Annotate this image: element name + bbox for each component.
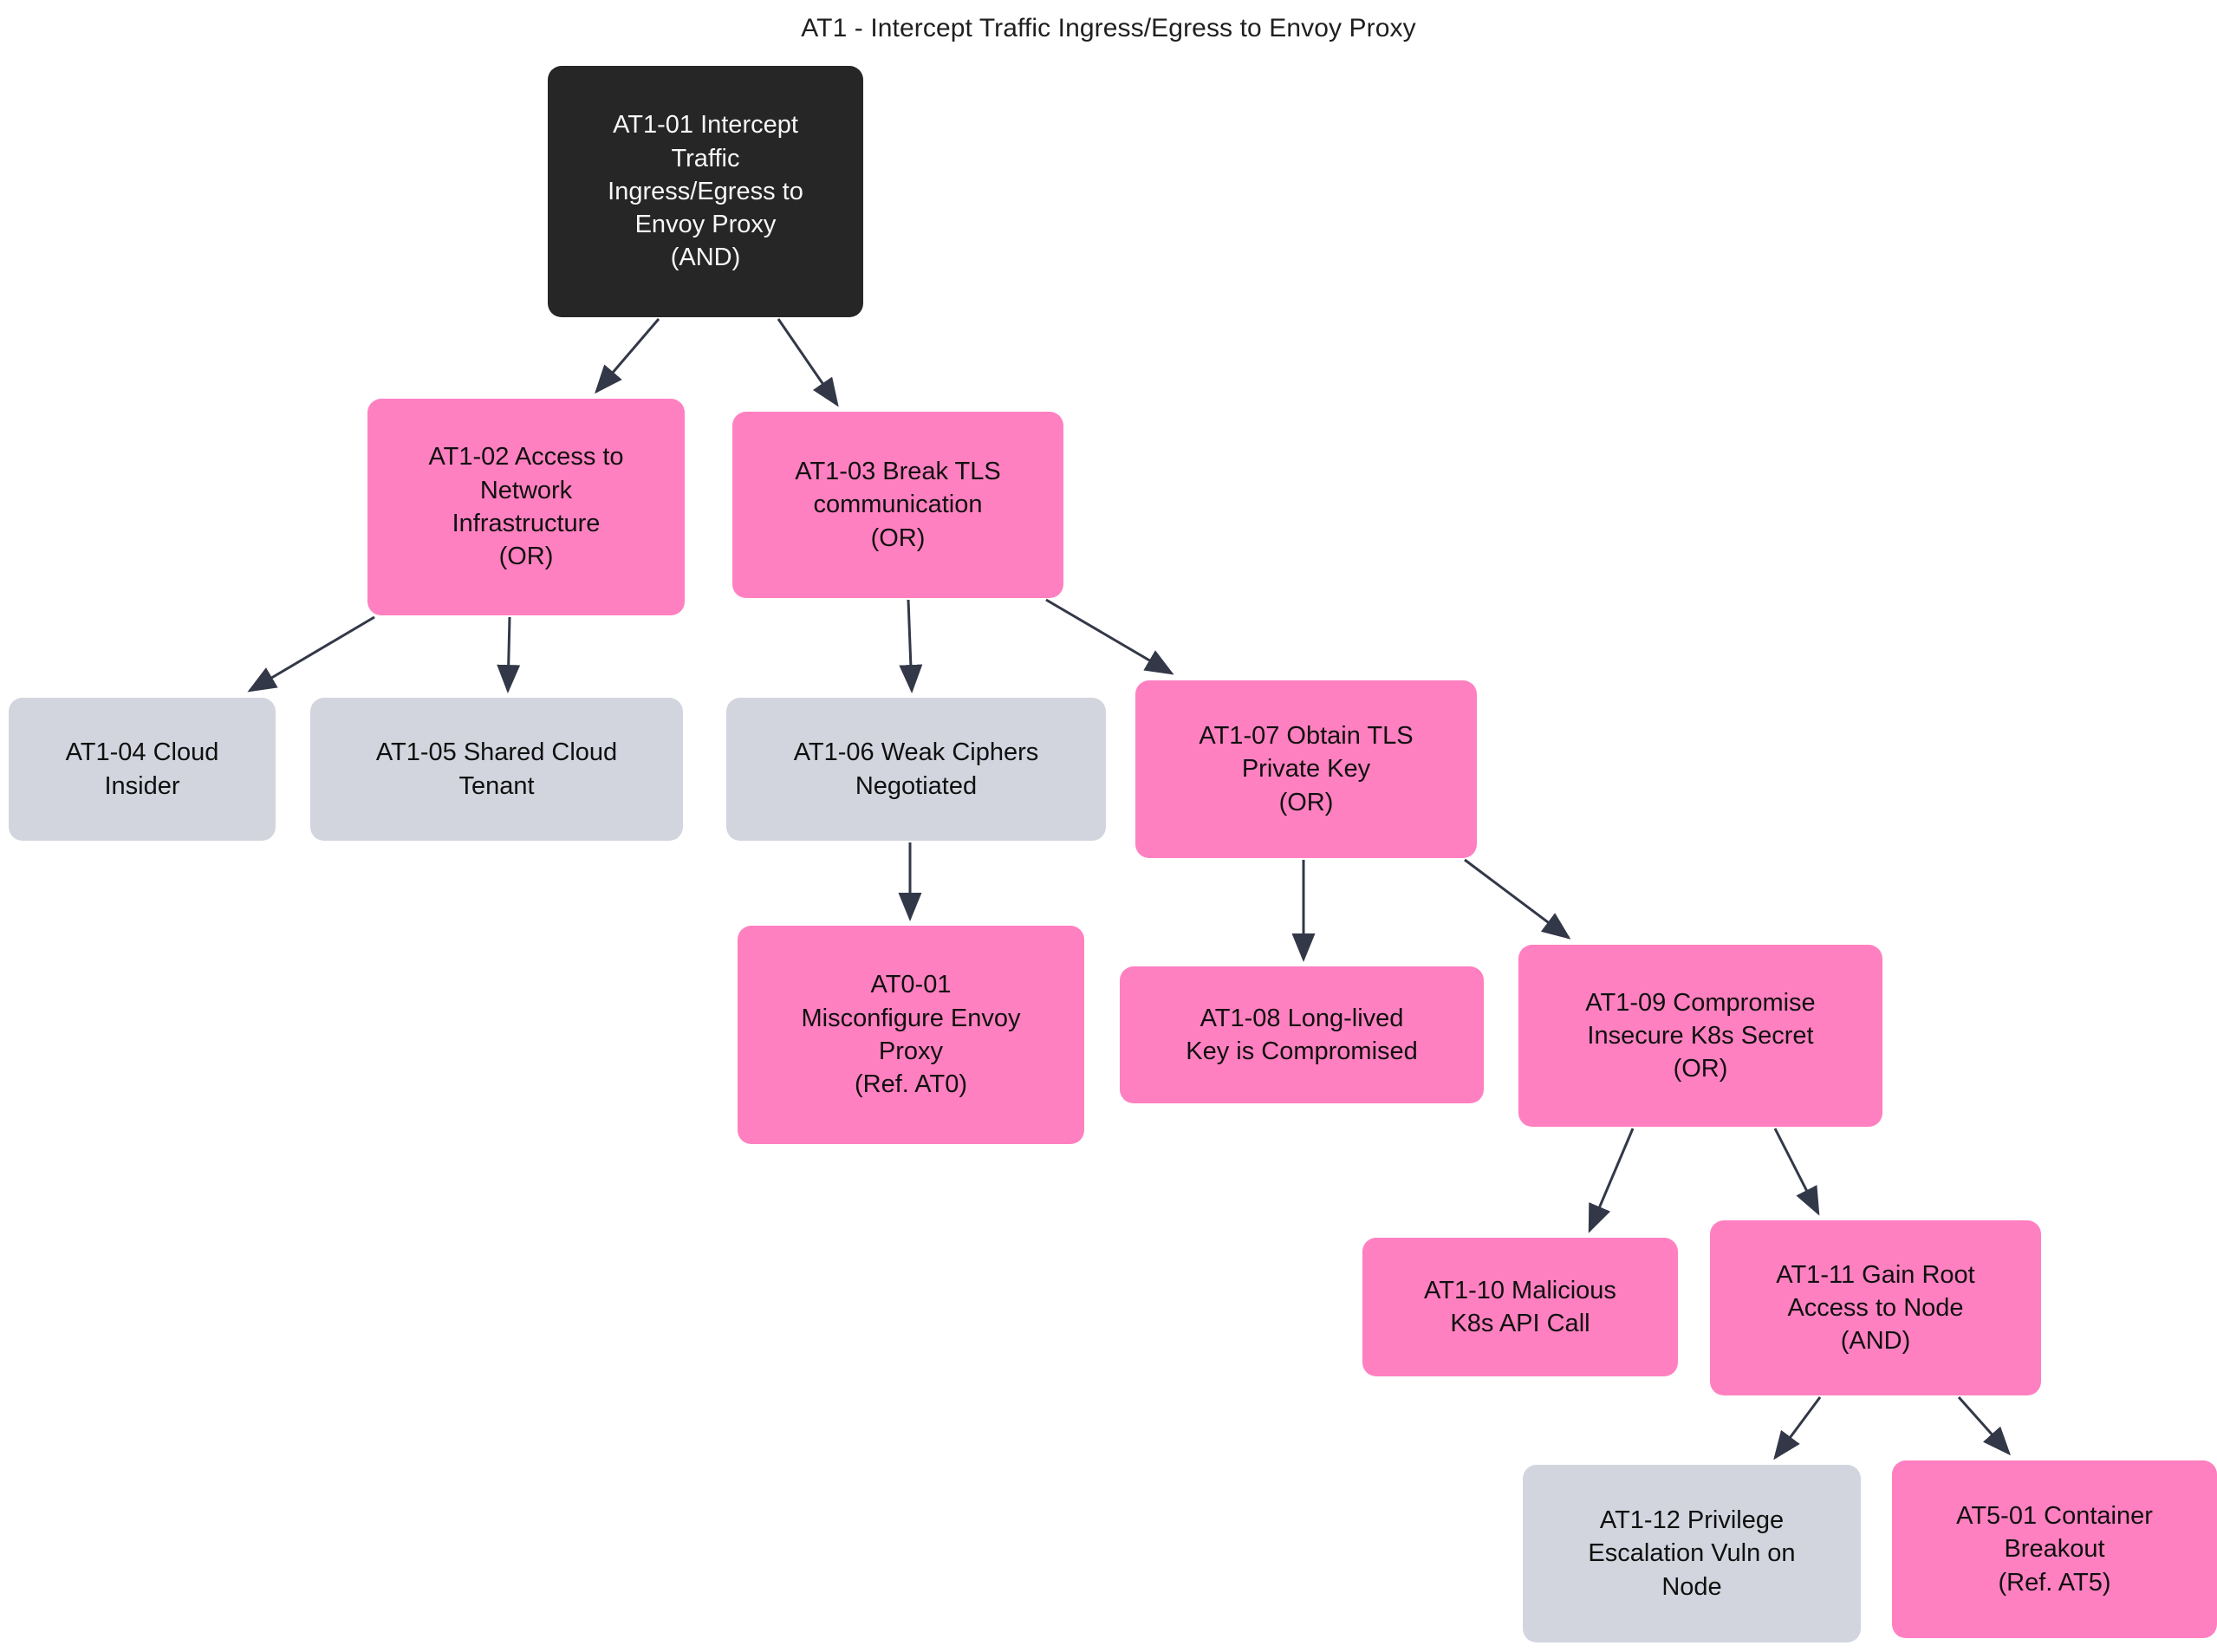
node-label: AT1-04 Cloud Insider bbox=[65, 738, 219, 800]
edge-AT1-01-to-AT1-02 bbox=[595, 318, 660, 394]
edge-AT1-03-to-AT1-07 bbox=[1045, 598, 1174, 675]
node-label: AT1-09 Compromise Insecure K8s Secret (O… bbox=[1585, 988, 1816, 1083]
node-at1-02[interactable]: AT1-02 Access to Network Infrastructure … bbox=[367, 399, 685, 615]
node-label: AT1-10 Malicious K8s API Call bbox=[1424, 1276, 1616, 1337]
edge-AT1-01-to-AT1-03 bbox=[777, 318, 839, 407]
diagram-title: AT1 - Intercept Traffic Ingress/Egress t… bbox=[801, 14, 1416, 42]
node-at1-05[interactable]: AT1-05 Shared Cloud Tenant bbox=[310, 698, 683, 841]
node-at5-01[interactable]: AT5-01 Container Breakout (Ref. AT5) bbox=[1892, 1460, 2217, 1638]
edge-AT1-07-to-AT1-09 bbox=[1464, 858, 1571, 940]
node-label: AT1-06 Weak Ciphers Negotiated bbox=[793, 738, 1039, 800]
node-at1-01[interactable]: AT1-01 Intercept Traffic Ingress/Egress … bbox=[548, 66, 863, 317]
node-label: AT5-01 Container Breakout (Ref. AT5) bbox=[1956, 1502, 2153, 1597]
node-label: AT1-11 Gain Root Access to Node (AND) bbox=[1776, 1260, 1975, 1356]
node-at1-10[interactable]: AT1-10 Malicious K8s API Call bbox=[1362, 1238, 1678, 1376]
node-at1-12[interactable]: AT1-12 Privilege Escalation Vuln on Node bbox=[1523, 1465, 1861, 1642]
edge-AT1-09-to-AT1-11 bbox=[1773, 1128, 1820, 1216]
edge-AT1-11-to-AT1-12 bbox=[1773, 1396, 1822, 1460]
node-at1-06[interactable]: AT1-06 Weak Ciphers Negotiated bbox=[726, 698, 1106, 841]
edge-AT1-09-to-AT1-10 bbox=[1588, 1128, 1635, 1233]
node-label: AT1-08 Long-lived Key is Compromised bbox=[1186, 1004, 1418, 1065]
edge-AT1-11-to-AT5-01 bbox=[1957, 1396, 2011, 1456]
node-label: AT1-01 Intercept Traffic Ingress/Egress … bbox=[608, 111, 803, 272]
node-label: AT1-05 Shared Cloud Tenant bbox=[375, 738, 618, 800]
node-label: AT1-02 Access to Network Infrastructure … bbox=[428, 443, 624, 571]
node-at1-09[interactable]: AT1-09 Compromise Insecure K8s Secret (O… bbox=[1518, 945, 1882, 1127]
edge-AT1-03-to-AT1-06 bbox=[899, 599, 923, 693]
edge-AT1-02-to-AT1-04 bbox=[247, 615, 375, 693]
node-at1-03[interactable]: AT1-03 Break TLS communication (OR) bbox=[732, 412, 1063, 598]
node-label: AT1-12 Privilege Escalation Vuln on Node bbox=[1588, 1506, 1796, 1601]
edge-AT1-02-to-AT1-05 bbox=[497, 616, 521, 693]
node-at1-07[interactable]: AT1-07 Obtain TLS Private Key (OR) bbox=[1135, 680, 1477, 858]
node-at1-11[interactable]: AT1-11 Gain Root Access to Node (AND) bbox=[1710, 1220, 2041, 1395]
node-label: AT1-03 Break TLS communication (OR) bbox=[795, 458, 1001, 552]
node-label: AT0-01 Misconfigure Envoy Proxy (Ref. AT… bbox=[801, 971, 1021, 1099]
node-label: AT1-07 Obtain TLS Private Key (OR) bbox=[1199, 722, 1414, 816]
node-at0-01[interactable]: AT0-01 Misconfigure Envoy Proxy (Ref. AT… bbox=[738, 926, 1084, 1144]
node-at1-08[interactable]: AT1-08 Long-lived Key is Compromised bbox=[1120, 966, 1484, 1103]
node-at1-04[interactable]: AT1-04 Cloud Insider bbox=[9, 698, 276, 841]
